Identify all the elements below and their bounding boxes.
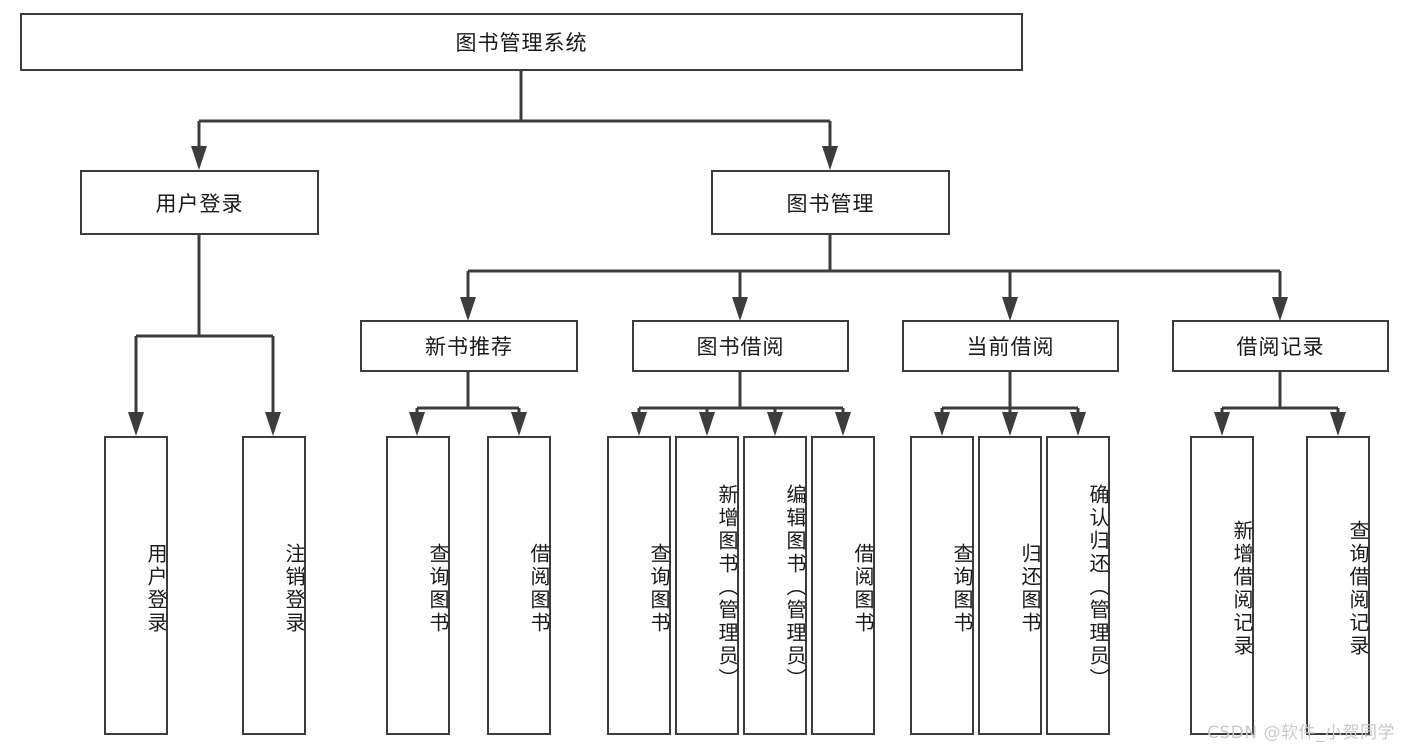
node-label: 借阅图书 (851, 542, 875, 635)
node-root-book-management-system[interactable]: 图书管理系统 (20, 13, 1023, 71)
leaf-user-login-logout[interactable]: 注销登录 (242, 436, 306, 735)
leaf-borrow-record-add-record[interactable]: 新增借阅记录 (1190, 436, 1254, 735)
node-label: 查询图书 (647, 542, 671, 635)
leaf-current-borrow-query-book[interactable]: 查询图书 (910, 436, 974, 735)
node-label: 新增借阅记录 (1230, 519, 1254, 658)
leaf-book-borrow-borrow-book[interactable]: 借阅图书 (811, 436, 875, 735)
node-label: 新书推荐 (425, 335, 513, 359)
node-current-borrowing[interactable]: 当前借阅 (902, 320, 1119, 372)
leaf-current-borrow-confirm-return-admin[interactable]: 确认归还（管理员） (1046, 436, 1110, 735)
node-label: 借阅记录 (1236, 335, 1325, 359)
node-label: 编辑图书（管理员） (783, 484, 807, 691)
node-new-book-recommendation[interactable]: 新书推荐 (360, 320, 578, 372)
node-label: 当前借阅 (966, 335, 1055, 359)
leaf-book-borrow-edit-book-admin[interactable]: 编辑图书（管理员） (743, 436, 807, 735)
node-label: 确认归还（管理员） (1086, 484, 1110, 691)
node-user-login[interactable]: 用户登录 (80, 170, 319, 235)
node-label: 借阅图书 (527, 542, 551, 635)
node-book-borrowing[interactable]: 图书借阅 (632, 320, 849, 372)
node-label: 用户登录 (144, 542, 168, 635)
node-label: 查询借阅记录 (1346, 519, 1370, 658)
node-label: 归还图书 (1018, 542, 1042, 635)
leaf-new-book-query-book[interactable]: 查询图书 (386, 436, 450, 735)
node-label: 图书管理 (786, 191, 875, 216)
leaf-borrow-record-query-record[interactable]: 查询借阅记录 (1306, 436, 1370, 735)
node-label: 注销登录 (282, 542, 306, 635)
leaf-book-borrow-add-book-admin[interactable]: 新增图书（管理员） (675, 436, 739, 735)
node-label: 图书管理系统 (455, 31, 588, 55)
node-book-management[interactable]: 图书管理 (711, 170, 950, 235)
node-label: 查询图书 (426, 542, 450, 635)
leaf-new-book-borrow-book[interactable]: 借阅图书 (487, 436, 551, 735)
node-label: 图书借阅 (696, 335, 785, 359)
node-label: 用户登录 (155, 191, 244, 216)
node-label: 查询图书 (950, 542, 974, 635)
node-borrow-records[interactable]: 借阅记录 (1172, 320, 1389, 372)
leaf-book-borrow-query-book[interactable]: 查询图书 (607, 436, 671, 735)
node-label: 新增图书（管理员） (715, 484, 739, 691)
leaf-current-borrow-return-book[interactable]: 归还图书 (978, 436, 1042, 735)
leaf-user-login-login[interactable]: 用户登录 (104, 436, 168, 735)
